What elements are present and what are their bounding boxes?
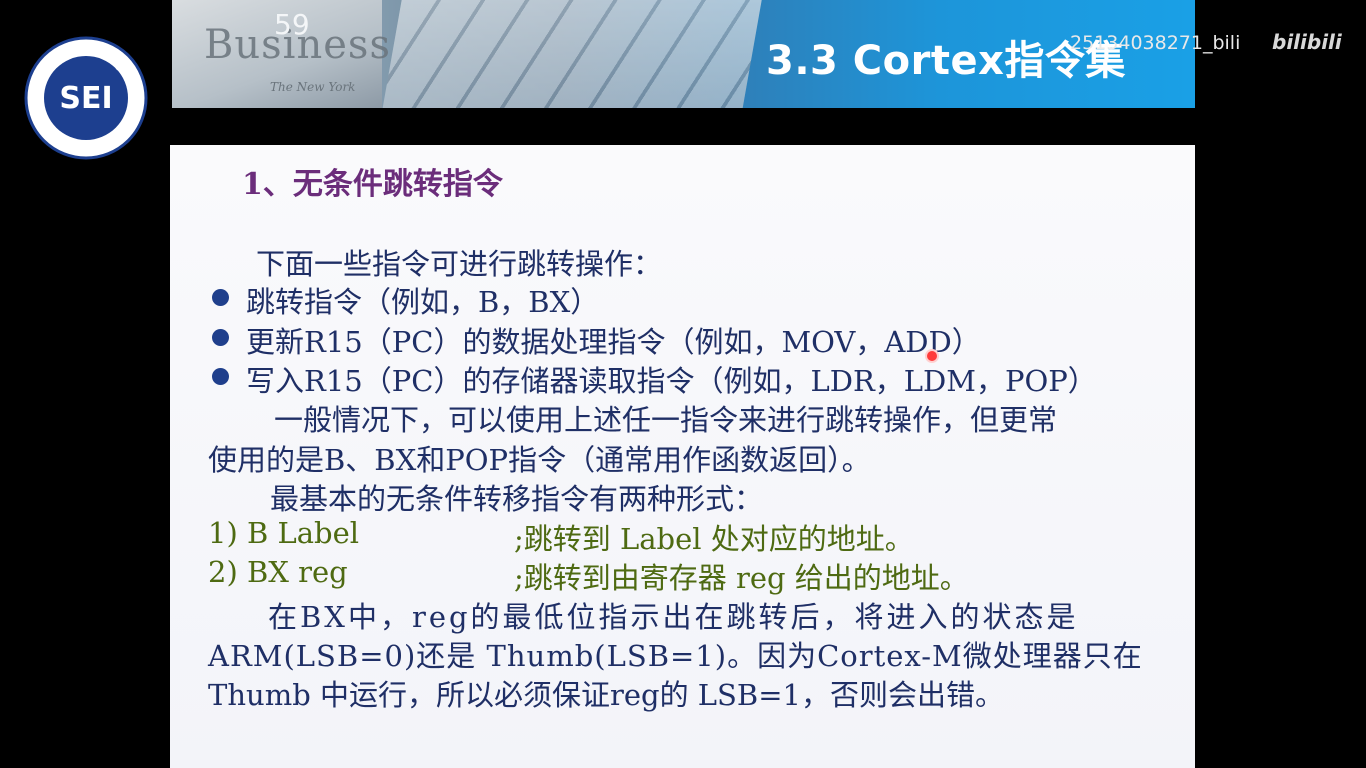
page-number: 59 [274,8,310,41]
intro-text: 下面一些指令可进行跳转操作： [256,247,663,281]
bullet-icon [212,289,229,306]
banner-deco-text: Business [204,22,391,68]
bullet-item: 写入R15（PC）的存储器读取指令（例如，LDR，LDM，POP） [246,364,1097,398]
paragraph-line: 使用的是B、BX和POP指令（通常用作函数返回）。 [208,443,871,477]
code-comment: ;跳转到 Label 处对应的地址。 [514,522,914,556]
code-example: 1) B Label [208,516,360,550]
bullet-item: 更新R15（PC）的数据处理指令（例如，MOV，ADD） [246,325,981,359]
uploader-watermark: 25134038271_bili [1070,32,1241,54]
section-heading: 1、无条件跳转指令 [242,167,503,202]
bullet-icon [212,368,229,385]
banner-keyboard-image [380,0,764,108]
code-example: 2) BX reg [208,555,348,589]
paragraph-line: 最基本的无条件转移指令有两种形式： [270,482,764,516]
slide-title: 3.3 Cortex指令集 [766,38,1126,84]
paragraph-line: 在BX中，reg的最低位指示出在跳转后，将进入的状态是 [268,600,1079,634]
banner-newspaper-image [172,0,382,108]
paragraph-line: ARM(LSB=0)还是 Thumb(LSB=1)。因为Cortex-M微处理器… [208,639,1143,673]
slide-content: 1、无条件跳转指令 下面一些指令可进行跳转操作： 跳转指令（例如，B，BX） 更… [170,145,1195,768]
pointer-cursor-icon [925,349,939,363]
paragraph-line: 一般情况下，可以使用上述任一指令来进行跳转操作，但更常 [274,403,1058,437]
svg-text:SEI: SEI [59,81,112,116]
paragraph-line: Thumb 中运行，所以必须保证reg的 LSB=1，否则会出错。 [208,678,1004,712]
bullet-item: 跳转指令（例如，B，BX） [246,285,600,319]
code-comment: ;跳转到由寄存器 reg 给出的地址。 [514,561,969,595]
bullet-icon [212,329,229,346]
header-banner: Business The New York [172,0,1195,108]
bilibili-logo-icon: bilibili [1272,30,1342,54]
school-logo-icon: SEI [24,36,148,160]
banner-deco-subtext: The New York [270,80,356,94]
